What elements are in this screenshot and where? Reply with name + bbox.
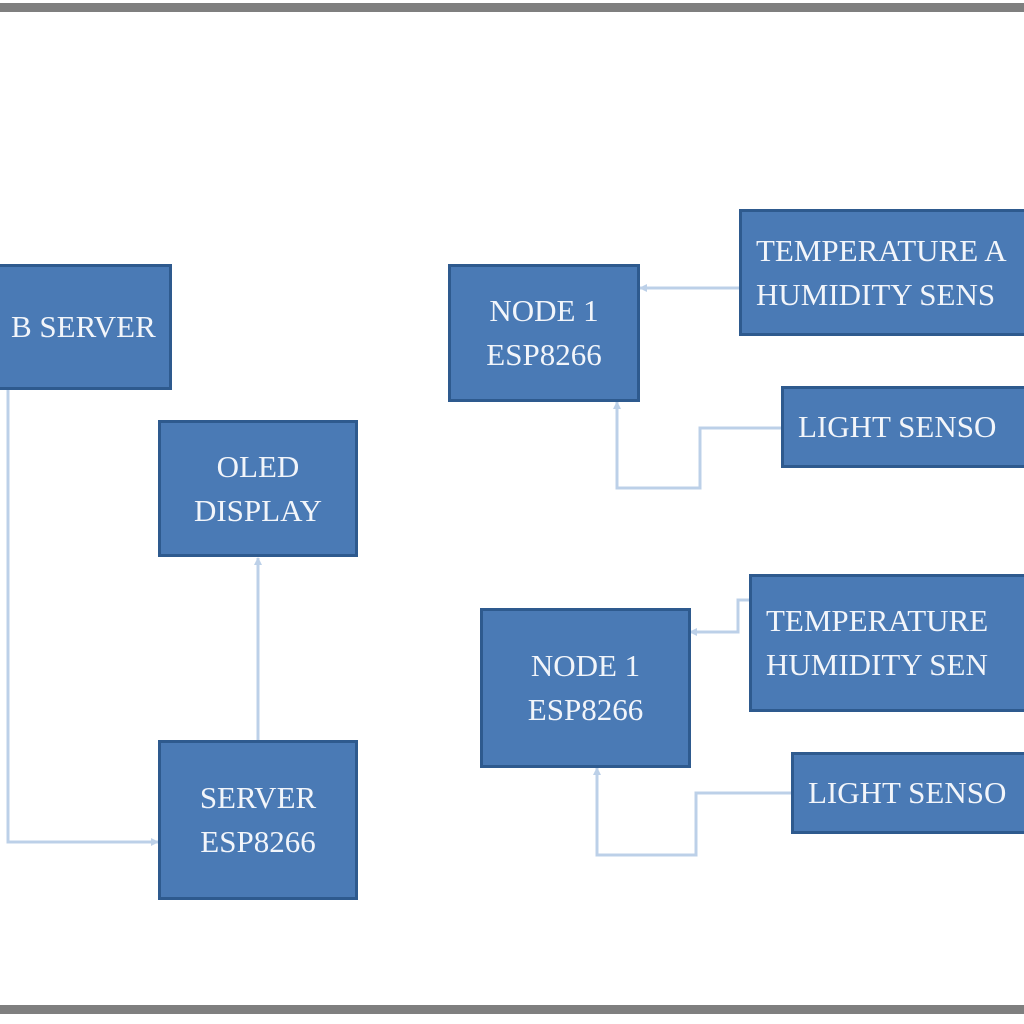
oled-display-block: OLED DISPLAY [158, 420, 358, 557]
node1-bottom-block: NODE 1 ESP8266 [480, 608, 691, 768]
connector-light-top-to-node-top [613, 401, 782, 490]
node1-bottom-label-line2: ESP8266 [527, 692, 644, 727]
node1-top-label-line1: NODE 1 [489, 293, 599, 328]
connector-webserver-to-server [6, 388, 159, 846]
oled-display-label-line1: OLED [216, 448, 300, 484]
light-top-label: LIGHT SENSO [798, 409, 997, 444]
node1-bottom-label-line1: NODE 1 [530, 648, 641, 683]
node1-top-label-line2: ESP8266 [486, 337, 602, 372]
server-label-line2: ESP8266 [200, 824, 316, 859]
web-server-block: B SERVER [0, 264, 172, 390]
node1-top-block: NODE 1 ESP8266 [448, 264, 640, 402]
frame-bottom-border [0, 1005, 1024, 1014]
server-label-line1: SERVER [199, 780, 317, 815]
temperature-humidity-sensor-top-block: TEMPERATURE A HUMIDITY SENS [739, 209, 1024, 336]
light-bottom-label: LIGHT SENSO [808, 775, 1007, 810]
server-esp8266-block: SERVER ESP8266 [158, 740, 358, 900]
connector-light-bottom-to-node-bottom [593, 767, 792, 857]
oled-display-label-line2: DISPLAY [193, 492, 323, 528]
temperature-humidity-sensor-bottom-block: TEMPERATURE HUMIDITY SEN [749, 574, 1024, 712]
temp-top-label-line1: TEMPERATURE A [756, 232, 1007, 268]
temp-bottom-label-line2: HUMIDITY SEN [766, 647, 988, 682]
frame-top-border [0, 3, 1024, 12]
temp-top-label-line2: HUMIDITY SENS [756, 276, 996, 312]
temp-bottom-label-line1: TEMPERATURE [766, 603, 989, 638]
web-server-label: B SERVER [11, 309, 156, 344]
light-sensor-bottom-block: LIGHT SENSO [791, 752, 1024, 834]
light-sensor-top-block: LIGHT SENSO [781, 386, 1024, 468]
connector-temp-bottom-to-node-bottom [689, 598, 750, 636]
